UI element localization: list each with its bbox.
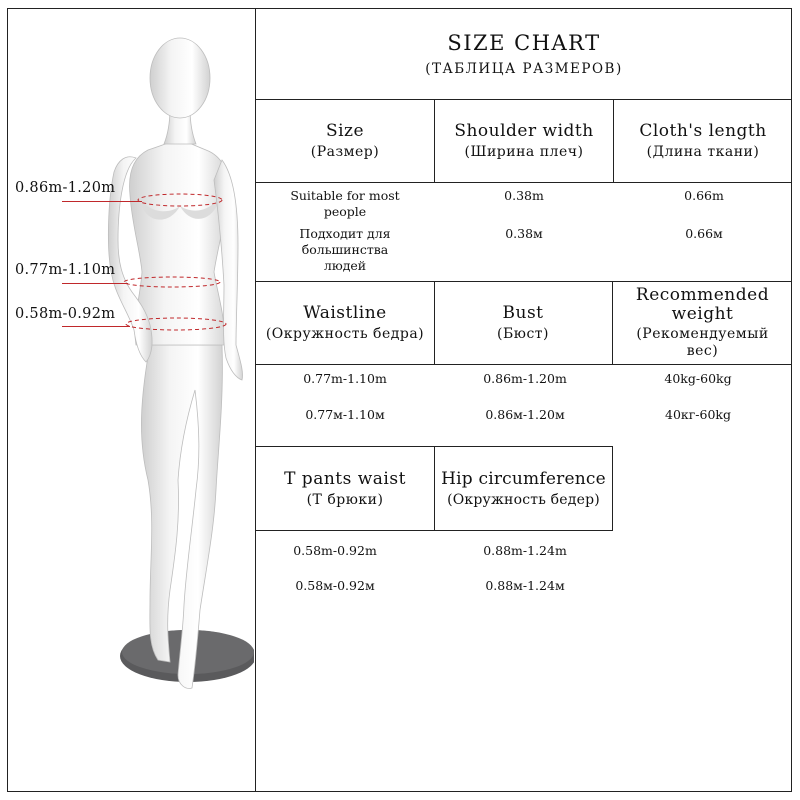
value-hip-en: 0.88m-1.24m [483,543,567,558]
waist-measure-line [62,283,128,284]
row2-header-top-a [255,281,612,282]
row3-header-divider-a [434,446,435,530]
title-divider [255,99,792,100]
header-cloth-length: Cloth's length (Длина ткани) [639,121,767,160]
row2-header-divider-b [612,281,613,365]
value-shoulder-ru: 0.38м [505,226,543,241]
chart-title: SIZE CHART [447,31,601,55]
header-shoulder-width: Shoulder width (Ширина плеч) [454,121,594,160]
header-size: Size (Размер) [310,121,380,160]
value-pants-en: 0.58m-0.92m [293,543,377,558]
value-waistline-ru: 0.77м-1.10м [305,407,385,422]
hip-measure-label: 0.58m-0.92m [15,306,116,322]
value-weight-en: 40kg-60kg [664,371,732,386]
header-t-pants-waist: T pants waist (Т брюки) [284,468,406,508]
bust-measure-label: 0.86m-1.20m [15,180,116,196]
row3-header-divider-b [612,446,613,530]
row1-header-divider-b [613,99,614,183]
header-recommended-weight: Recommended weight (Рекомендуемый вес) [635,285,770,360]
row2-header-top-b [612,281,792,282]
waist-measure-label: 0.77m-1.10m [15,262,116,278]
hip-measure-ellipse [125,317,227,331]
header-hip-circumference: Hip circumference (Окружность бедер) [441,468,606,508]
mannequin-illustration [108,37,254,689]
chart-frame [7,8,792,792]
mannequin-right-arm [213,159,243,381]
value-size-ru: Подходит для большинства людей [299,226,391,273]
title-block: SIZE CHART (ТАБЛИЦА РАЗМЕРОВ) [256,9,792,99]
value-weight-ru: 40кг-60kg [665,407,731,422]
row2-header-divider-a [434,281,435,365]
value-shoulder-en: 0.38m [504,188,544,203]
waist-measure-ellipse [123,276,221,288]
value-bust-en: 0.86m-1.20m [483,371,567,386]
row1-header-divider-a [434,99,435,183]
bust-measure-line [62,201,142,202]
mannequin-left-arm [108,156,153,363]
header-bust: Bust (Бюст) [497,303,549,342]
value-length-ru: 0.66м [685,226,723,241]
mannequin-legs [141,344,223,689]
bust-measure-ellipse [137,193,223,207]
value-hip-ru: 0.88м-1.24м [485,578,565,593]
value-size-en: Suitable for most people [290,188,400,219]
chart-subtitle: (ТАБЛИЦА РАЗМЕРОВ) [425,61,623,77]
value-bust-ru: 0.86м-1.20м [485,407,565,422]
row2-header-bottom [255,364,792,365]
value-length-en: 0.66m [684,188,724,203]
header-waistline: Waistline (Окружность бедра) [265,303,425,342]
value-waistline-en: 0.77m-1.10m [303,371,387,386]
row1-header-bottom [255,182,792,183]
mannequin-head [149,37,211,119]
value-pants-ru: 0.58м-0.92м [295,578,375,593]
column-divider [255,8,256,792]
row3-header-bottom [255,530,613,531]
hip-measure-line [62,326,130,327]
